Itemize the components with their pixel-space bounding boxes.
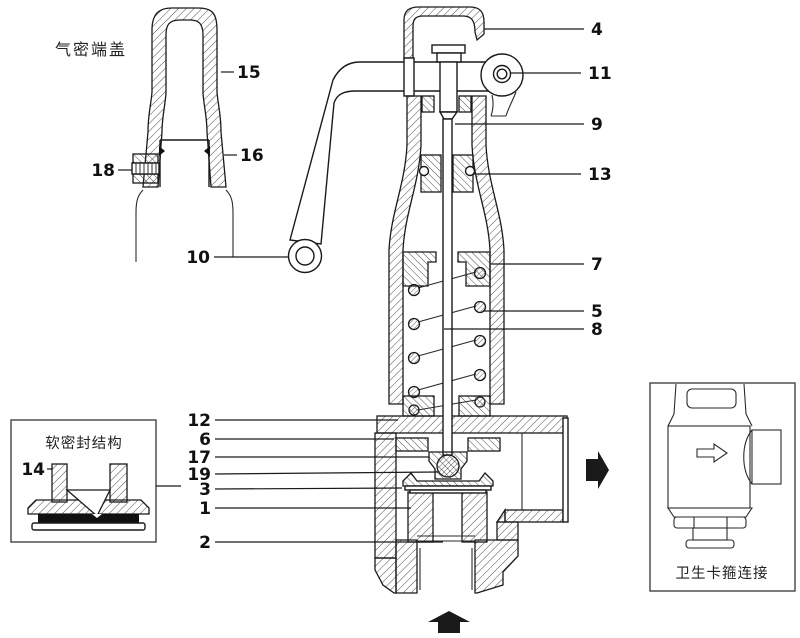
seal-wedge-right bbox=[204, 146, 210, 156]
valve-top-outline-left bbox=[135, 189, 144, 262]
clamp-title: 卫生卡箍连接 bbox=[676, 565, 769, 582]
knurled-screw bbox=[131, 153, 160, 184]
body-left-wall bbox=[374, 432, 397, 559]
stem-nut-plate bbox=[431, 44, 466, 54]
callout-13: 13 bbox=[588, 165, 612, 185]
outlet-flange-face bbox=[562, 417, 569, 523]
callout-15: 15 bbox=[237, 63, 261, 83]
packing-gland-left bbox=[421, 95, 435, 113]
disc-guide-left bbox=[395, 437, 429, 452]
main-valve-group: 4 11 9 13 7 5 8 10 12 6 17 19 bbox=[186, 6, 612, 594]
seat-nozzle-left bbox=[407, 491, 434, 543]
outlet-flow-arrow bbox=[586, 451, 609, 489]
callout-9: 9 bbox=[591, 115, 603, 135]
body-flange-band bbox=[376, 415, 568, 434]
seal-insert-left-wall bbox=[51, 463, 68, 503]
callouts-left: 10 12 6 17 19 3 1 2 bbox=[186, 248, 443, 553]
callout-16: 16 bbox=[240, 146, 264, 166]
soft-seal-title: 软密封结构 bbox=[45, 435, 123, 452]
callout-19: 19 bbox=[187, 465, 211, 485]
clamp-inset-group: 卫生卡箍连接 bbox=[649, 382, 796, 592]
callout-10: 10 bbox=[186, 248, 210, 268]
clamp-ferrule-flange bbox=[685, 539, 735, 549]
disc-guide-right bbox=[467, 437, 501, 452]
callout-12: 12 bbox=[187, 411, 211, 431]
clamp-valve-outline bbox=[666, 383, 782, 549]
callout-17: 17 bbox=[187, 448, 211, 468]
soft-seal-strip bbox=[38, 514, 139, 523]
callout-14: 14 bbox=[21, 460, 45, 480]
ball-joint bbox=[436, 454, 460, 478]
seal-wedge-left bbox=[159, 146, 165, 156]
cap-skirt bbox=[403, 57, 415, 97]
soft-seal-inset-group: 软密封结构 14 bbox=[10, 419, 181, 543]
callout-5: 5 bbox=[591, 302, 603, 322]
callout-1: 1 bbox=[199, 499, 211, 519]
cap-wall-section bbox=[142, 7, 227, 188]
seal-insert-right-wall bbox=[109, 463, 128, 503]
cap-inset-title: 气密端盖 bbox=[55, 40, 127, 59]
inlet-neck-left bbox=[395, 539, 418, 594]
valve-top-outline-right bbox=[225, 189, 234, 257]
callout-3: 3 bbox=[199, 480, 211, 500]
body-right-wall bbox=[496, 521, 519, 541]
callout-4: 4 bbox=[591, 20, 603, 40]
seat-nozzle-right bbox=[461, 491, 488, 543]
callout-8: 8 bbox=[591, 320, 603, 340]
callout-7: 7 bbox=[591, 255, 603, 275]
bonnet-right-wall bbox=[471, 95, 505, 405]
inlet-flow-arrow bbox=[428, 611, 470, 633]
stem-rod bbox=[442, 118, 453, 456]
seal-v-groove bbox=[65, 489, 112, 518]
spring-plate-bottom-left bbox=[402, 395, 435, 417]
pivot-bracket bbox=[490, 91, 517, 117]
packing-gland-right bbox=[458, 95, 472, 113]
outlet-bottom-wall bbox=[504, 509, 564, 523]
spring-plate-bottom-right bbox=[458, 395, 491, 417]
clamp-box bbox=[649, 382, 796, 592]
callout-6: 6 bbox=[199, 430, 211, 450]
callout-18: 18 bbox=[91, 161, 115, 181]
top-cap-section bbox=[403, 6, 485, 59]
stem-upper bbox=[439, 61, 458, 113]
seal-bottom-plate bbox=[31, 522, 146, 531]
body-left-chamfer bbox=[374, 557, 397, 594]
spring-plate-top-right bbox=[457, 251, 491, 287]
callouts-right: 4 11 9 13 7 5 8 bbox=[444, 20, 612, 340]
spring-plate-top-left bbox=[402, 251, 437, 287]
callout-11: 11 bbox=[588, 64, 612, 84]
stem-nut bbox=[436, 52, 462, 63]
cap-inset-group: 气密端盖 15 16 18 bbox=[55, 7, 264, 262]
callout-2: 2 bbox=[199, 533, 211, 553]
flow-arrows-group bbox=[428, 451, 609, 633]
inlet-neck-right bbox=[474, 539, 519, 594]
flow-direction-arrow-outline bbox=[696, 442, 728, 464]
lifting-lever bbox=[287, 61, 491, 274]
